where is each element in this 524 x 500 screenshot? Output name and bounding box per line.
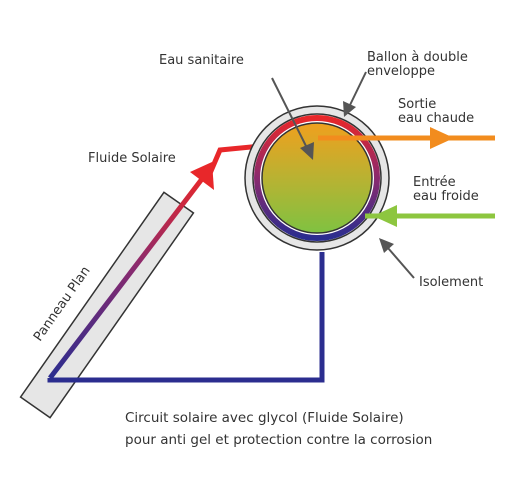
label-sortie-line1: Sortie [398, 97, 436, 112]
hot-water-arrowhead [430, 127, 454, 149]
label-isolement: Isolement [419, 275, 483, 290]
label-eau-sanitaire: Eau sanitaire [159, 53, 244, 68]
pointer-eau-sanitaire [271, 77, 314, 160]
label-ballon-line1: Ballon à double [367, 50, 468, 65]
label-entree-line1: Entrée [413, 175, 456, 190]
double-jacket [254, 115, 380, 241]
collector-pipe-diagonal [48, 173, 207, 380]
hot-fluid-arrowhead [190, 162, 214, 190]
caption-line1: Circuit solaire avec glycol (Fluide Sola… [125, 410, 404, 426]
label-fluide-solaire: Fluide Solaire [88, 151, 176, 166]
sanitary-water [261, 122, 373, 234]
caption-line2: pour anti gel et protection contre la co… [125, 432, 432, 448]
label-entree-line2: eau froide [413, 189, 479, 204]
cold-water-arrowhead [373, 205, 397, 227]
pointer-isolement [379, 238, 415, 279]
label-sortie-line2: eau chaude [398, 111, 474, 126]
pointer-ballon [343, 71, 367, 117]
label-ballon-line2: enveloppe [367, 64, 435, 79]
